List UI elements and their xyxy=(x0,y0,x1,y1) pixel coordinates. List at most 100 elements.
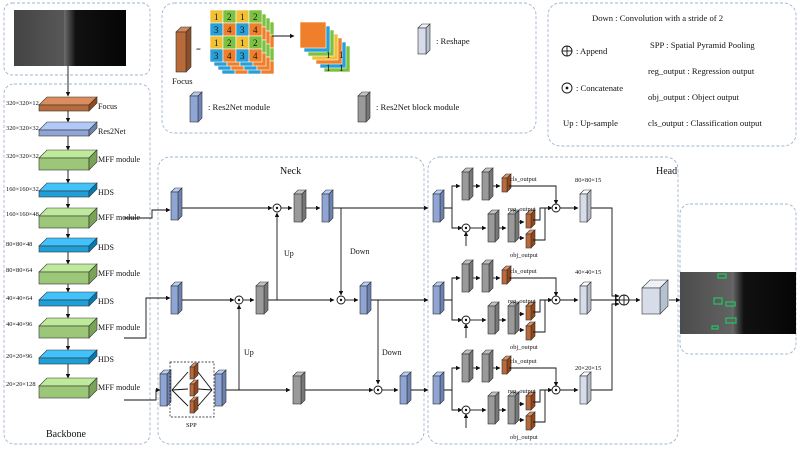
glossary-obj-output: obj_output : Object output xyxy=(648,92,740,102)
neck-res2net-top xyxy=(170,187,183,221)
grid-number: 1 xyxy=(214,12,219,22)
backbone-dim-label: 320×320×32 xyxy=(6,125,39,132)
backbone-block-hds xyxy=(38,237,98,253)
connector xyxy=(509,277,559,297)
stack-number: 1 xyxy=(339,63,344,73)
backbone-block-hds xyxy=(38,349,98,365)
legend-reshape-label: : Reshape xyxy=(436,36,470,46)
spp-branch xyxy=(171,371,189,391)
grid-number: 1 xyxy=(214,38,219,48)
head-append-node xyxy=(618,294,630,306)
glossary-upsample: Up : Up-sample xyxy=(563,118,618,128)
cls-output-label: cls_output xyxy=(510,268,537,275)
head-cls-conv-1 xyxy=(501,265,512,285)
backbone-layer-label: HDS xyxy=(98,297,114,306)
reg-output-label: reg_output xyxy=(508,206,536,213)
glossary-append: : Append xyxy=(576,46,608,56)
neck-res2net-mid xyxy=(170,281,183,315)
head-obj-conv-2 xyxy=(525,411,536,431)
head-block-reg2-1 xyxy=(507,301,520,335)
connector xyxy=(451,390,463,413)
head-block-reg-0 xyxy=(487,209,500,243)
connector xyxy=(533,207,552,241)
head-block-cls-0 xyxy=(461,167,474,201)
grid-cell: 2 xyxy=(248,35,263,50)
legend-focus-label: Focus xyxy=(172,76,193,86)
head-reshape-1 xyxy=(579,281,592,315)
spp-pool xyxy=(189,379,199,397)
stack-number: 1 xyxy=(339,50,344,60)
grid-number: 2 xyxy=(227,38,232,48)
concatenate-icon xyxy=(561,82,573,94)
backbone-layer-label: Res2Net xyxy=(98,127,126,136)
final-reshape-block xyxy=(641,279,669,315)
grid-cell: 1 xyxy=(235,35,250,50)
head-res2net-1 xyxy=(432,281,445,315)
reg-output-label: reg_output xyxy=(508,298,536,305)
grid-number: 4 xyxy=(227,51,232,61)
backbone-block-mff xyxy=(38,317,98,339)
feed-80 xyxy=(124,207,171,219)
spp-pool xyxy=(189,396,199,414)
backbone-dim-label: 20×20×96 xyxy=(6,353,32,360)
connector xyxy=(591,207,620,299)
input-image-panel xyxy=(3,2,151,76)
grid-number: 3 xyxy=(240,25,245,35)
spp-label: SPP xyxy=(186,422,197,429)
legend-equals-sign: = xyxy=(196,44,201,54)
grid-cell: 2 xyxy=(222,35,237,50)
legend-focus-block xyxy=(175,26,192,73)
head-block-cls2-0 xyxy=(481,167,494,201)
feed-20 xyxy=(124,387,161,401)
head-block-cls-2 xyxy=(461,349,474,383)
head-res2net-2 xyxy=(432,371,445,405)
backbone-block-hds xyxy=(38,291,98,307)
spp-branch xyxy=(171,388,189,391)
legend-res2net-icon xyxy=(189,91,203,123)
neck-res2net-bottom-2 xyxy=(214,369,227,407)
grid-cell: 3 xyxy=(235,22,250,37)
head-graph: cls_outputreg_outputobj_outputcls_output… xyxy=(432,167,681,441)
stack-layer xyxy=(299,21,327,49)
obj-output-label: obj_output xyxy=(510,252,538,259)
backbone-block-focus xyxy=(38,96,98,112)
backbone-block-mff xyxy=(38,149,98,171)
head-block-reg2-2 xyxy=(507,391,520,425)
append-icon xyxy=(561,45,573,57)
legend-res2net-label: : Res2Net module xyxy=(208,102,270,112)
head-block-cls2-1 xyxy=(481,259,494,293)
head-res2net-0 xyxy=(432,189,445,223)
backbone-block-hds xyxy=(38,182,98,198)
backbone-layer-label: HDS xyxy=(98,243,114,252)
head-obj-conv-1 xyxy=(525,321,536,341)
grid-cell: 1 xyxy=(235,9,250,24)
grid-number: 3 xyxy=(214,25,219,35)
connector xyxy=(509,185,559,205)
scale-label-80: 80×80×15 xyxy=(575,177,601,184)
neck-concat-mid xyxy=(234,295,244,305)
neck-concat-top xyxy=(272,203,282,213)
head-reshape-0 xyxy=(579,189,592,223)
grid-number: 2 xyxy=(253,12,258,22)
grid-cell: 4 xyxy=(222,48,237,63)
stack-number: 1 xyxy=(326,63,331,73)
legend-panel xyxy=(161,2,537,134)
scale-label-40: 40×40×15 xyxy=(575,269,601,276)
glossary-panel xyxy=(547,2,797,147)
neck-res2net-bottom xyxy=(159,369,172,407)
connector xyxy=(533,205,553,221)
connector xyxy=(451,208,463,231)
grid-cell: 3 xyxy=(209,48,224,63)
grid-cell: 4 xyxy=(248,22,263,37)
neck-up-top-label: Up xyxy=(284,249,294,258)
grid-cell: 3 xyxy=(209,22,224,37)
neck-concat-mid-2 xyxy=(336,295,346,305)
connector xyxy=(444,275,461,301)
head-concat-1 xyxy=(461,315,471,325)
neck-block-bottom xyxy=(292,371,306,405)
spp-module xyxy=(171,362,213,414)
spp-merge xyxy=(197,388,213,391)
